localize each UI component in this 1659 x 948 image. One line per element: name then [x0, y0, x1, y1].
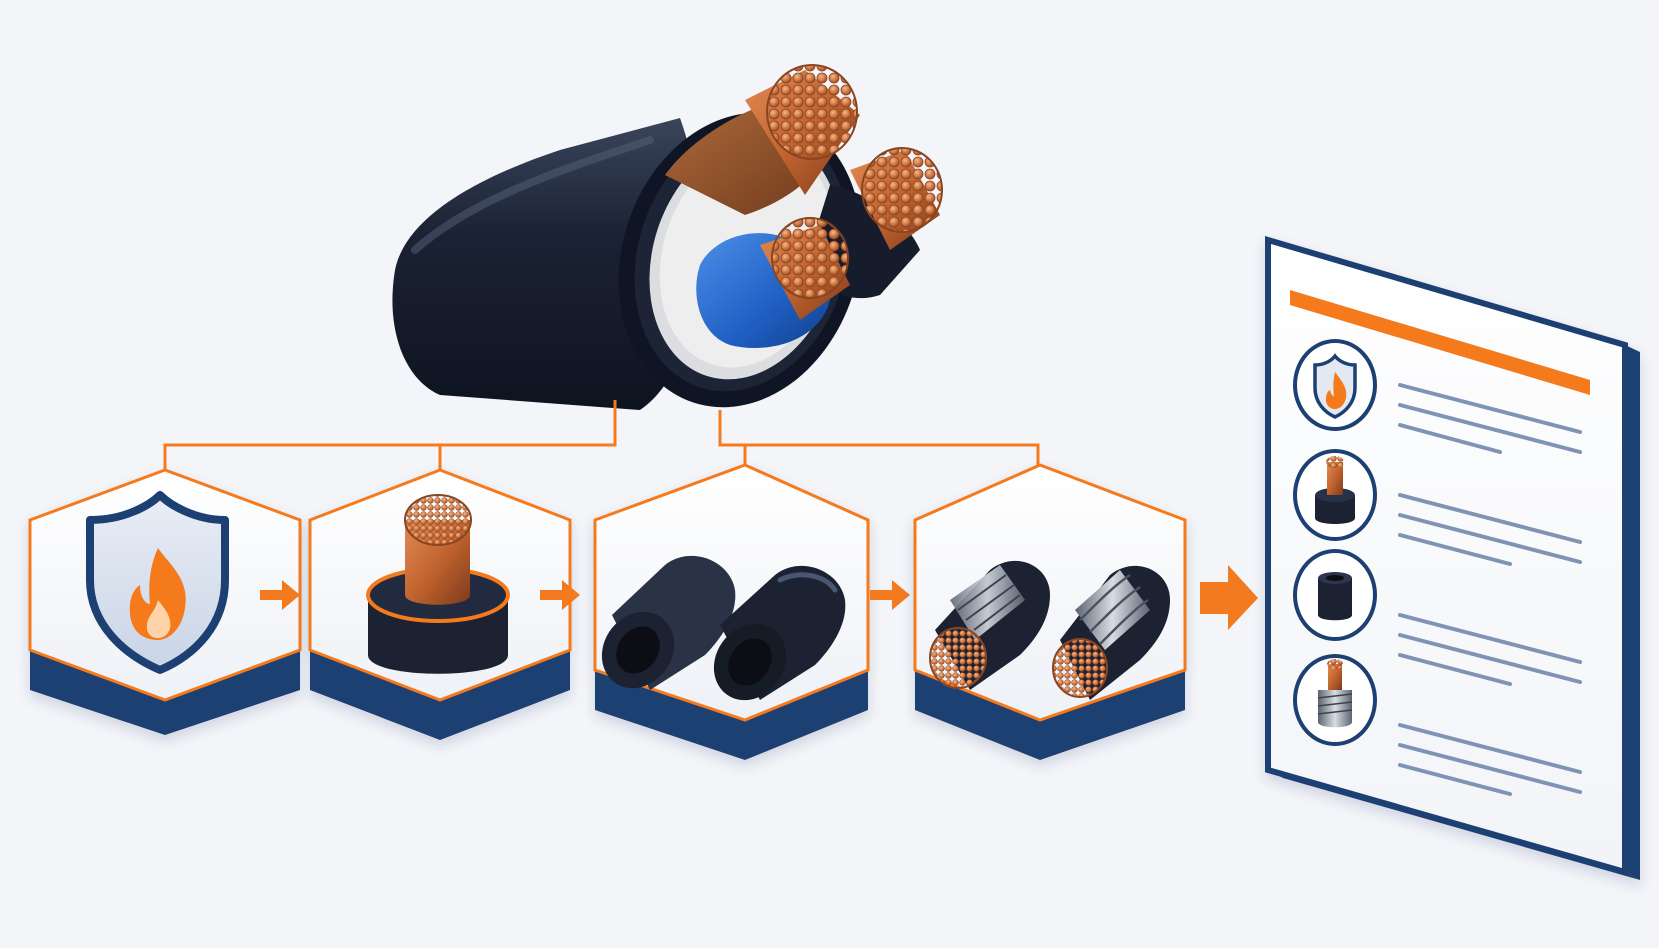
arrow-2: [540, 580, 580, 610]
armoured-cable-icon: [1317, 659, 1353, 728]
insulated-conductor-icon: [366, 494, 510, 674]
armoured-cables-icon: [929, 560, 1170, 700]
multi-core-cable-icon: [392, 64, 943, 410]
step-fire-protection: [28, 468, 302, 735]
document-row-1: [1293, 339, 1377, 431]
arrow-1: [260, 580, 300, 610]
fire-shield-icon: [1313, 353, 1357, 419]
insulated-conductor-icon: [1315, 456, 1355, 524]
sheath-tubes-icon: [601, 555, 846, 701]
fire-shield-icon: [86, 491, 229, 674]
document-row-3: [1293, 549, 1377, 641]
step-insulation: [308, 468, 572, 740]
step-sheath: [593, 463, 870, 760]
document-row-4: [1293, 654, 1377, 746]
arrow-3: [870, 580, 910, 610]
brown-core: [665, 64, 860, 215]
document-title-bar: [1290, 290, 1590, 395]
spec-document-icon: [1265, 235, 1640, 880]
blue-core: [696, 217, 850, 348]
document-text-lines: [1398, 383, 1582, 796]
document-row-2: [1293, 449, 1377, 541]
sheath-tube-icon: [1318, 572, 1352, 621]
arrow-4: [1200, 565, 1258, 630]
step-armour: [913, 463, 1187, 760]
